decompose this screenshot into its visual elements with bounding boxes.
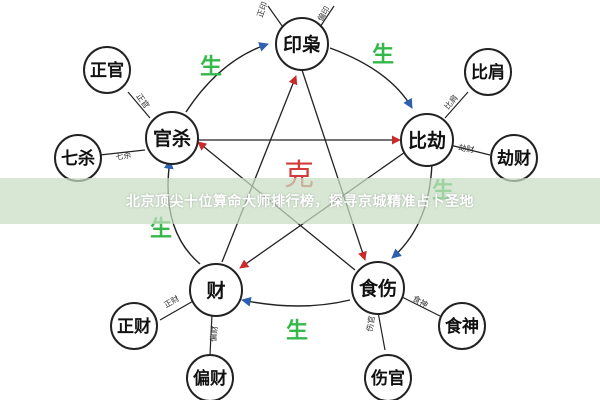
sheng-arc-yin-to-bi xyxy=(329,47,413,109)
sub-node-piancai: 偏财 xyxy=(186,354,234,400)
sub-zhengcai-label: 正财 xyxy=(117,316,151,337)
conn-bijian xyxy=(444,91,469,119)
sub-node-bijian: 比肩 xyxy=(464,48,512,96)
node-guansha: 官杀 xyxy=(145,111,199,165)
sub-node-zhengcai: 正财 xyxy=(110,302,158,350)
conn-qisha xyxy=(99,149,146,156)
node-shishang: 食伤 xyxy=(351,261,405,315)
ke-line-yin-to-shi xyxy=(301,69,367,261)
ke-line-cai-to-yin xyxy=(221,75,298,263)
conn-zhengcai xyxy=(159,299,196,321)
sub-piancai-label: 偏财 xyxy=(193,368,227,389)
sheng-arc-shi-to-cai xyxy=(241,296,351,307)
label-jiecai: 劫财 xyxy=(458,142,475,155)
label-zhengguan: 正官 xyxy=(134,91,151,110)
sub-node-jiecai: 劫财 xyxy=(490,134,538,182)
label-shangguan: 伤官 xyxy=(364,315,377,332)
sub-node-zhengguan: 正官 xyxy=(83,46,131,94)
conn-piancai xyxy=(209,313,213,356)
label-shishen: 食神 xyxy=(411,293,430,310)
label-piancai: 偏财 xyxy=(208,325,219,342)
label-zhengcai: 正财 xyxy=(162,293,181,310)
sub-node-shangguan: 伤官 xyxy=(364,354,412,400)
sub-zhengguan-label: 正官 xyxy=(90,60,124,81)
node-bijie: 比劫 xyxy=(400,113,454,167)
sheng-label-top-right: 生 xyxy=(372,43,394,68)
sub-jiecai-label: 劫财 xyxy=(497,148,531,169)
conn-shishen xyxy=(399,295,441,317)
label-bijian: 比肩 xyxy=(442,93,460,112)
conn-shangguan xyxy=(377,311,386,351)
sub-node-qisha: 七杀 xyxy=(54,134,102,182)
node-yinxiao: 印枭 xyxy=(275,17,329,71)
sheng-arc-guan-to-yin xyxy=(185,42,269,113)
node-shishang-label: 食伤 xyxy=(359,277,397,300)
banner-text: 北京顶尖十位算命大师排行榜，探寻京城精准占卜圣地 xyxy=(126,194,474,210)
sheng-label-bottom: 生 xyxy=(286,319,308,344)
conn-jiecai xyxy=(449,144,491,156)
sub-bijian-label: 比肩 xyxy=(471,62,505,83)
conn-zhengguan xyxy=(127,91,151,119)
sheng-cycle xyxy=(163,42,433,307)
banner-overlay: 北京顶尖十位算命大师排行榜，探寻京城精准占卜圣地 xyxy=(0,178,600,224)
node-guansha-label: 官杀 xyxy=(153,127,191,150)
sub-qisha-label: 七杀 xyxy=(61,148,95,169)
sub-shishen-label: 食神 xyxy=(445,316,479,337)
label-zhengyin: 正印 xyxy=(255,1,269,19)
node-bijie-label: 比劫 xyxy=(408,129,446,152)
label-qisha: 七杀 xyxy=(115,149,132,162)
node-yinxiao-label: 印枭 xyxy=(283,33,321,56)
node-cai-label: 财 xyxy=(206,279,225,302)
sub-node-shishen: 食神 xyxy=(438,302,486,350)
sheng-label-top-left: 生 xyxy=(200,55,222,80)
node-cai: 财 xyxy=(189,263,243,317)
sub-shangguan-label: 伤官 xyxy=(370,368,405,389)
